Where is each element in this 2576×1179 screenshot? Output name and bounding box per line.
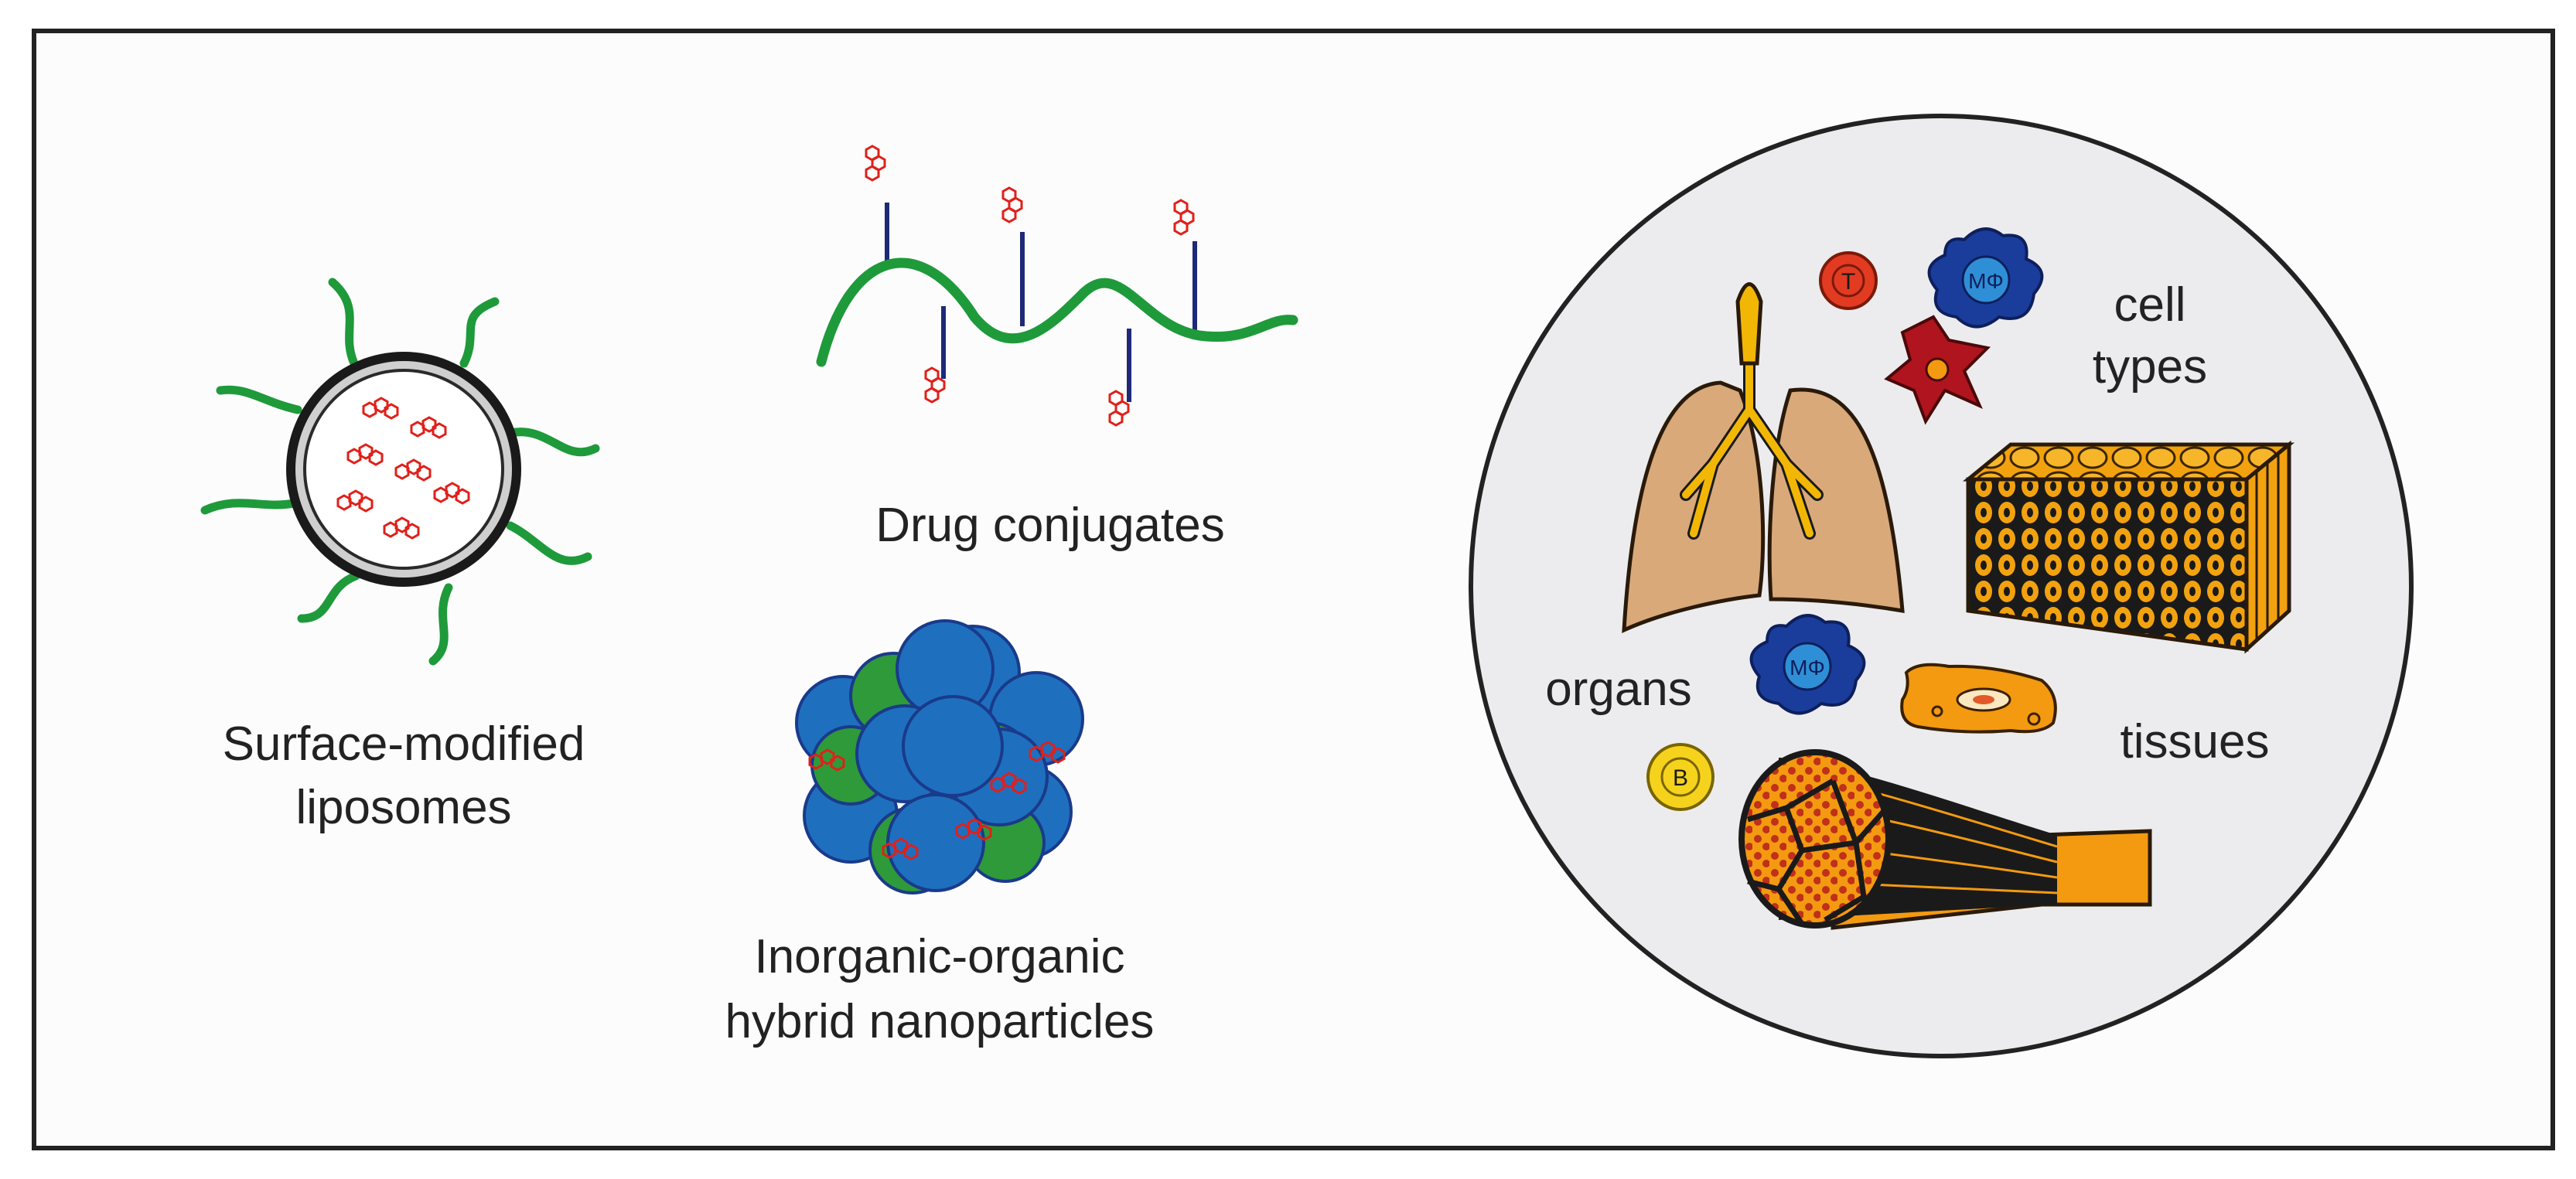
hybrid-label-line2: hybrid nanoparticles [725,995,1155,1048]
muscle-fiber-bundle [1738,749,2152,930]
dendritic-cell [1884,315,1991,425]
macrophage-middle-label: MΦ [1790,656,1825,680]
t-cell: T [1819,251,1878,310]
hybrid-label-line1: Inorganic-organic [754,930,1124,983]
tissues-label: tissues [2121,715,2270,768]
liposomes-label-line2: liposomes [295,781,511,834]
drug-conjugates-label: Drug conjugates [875,499,1225,552]
macrophage-middle: MΦ [1749,614,1866,715]
liposomes-label-line1: Surface-modified [223,717,585,771]
lungs-illustration [1622,282,1905,633]
peg-chains [200,278,600,666]
fibroblast-cell [1900,663,2057,734]
cell-types-label-line1: cell [2114,278,2185,332]
b-cell: B [1646,743,1714,811]
hybrid-nanoparticle-cluster [795,619,1084,894]
epithelial-tissue-block [1962,440,2295,654]
organs-label: organs [1545,663,1692,716]
biological-targets-circle [1469,114,2414,1058]
surface-modified-liposome [200,278,600,666]
macrophage-label: MΦ [1968,269,2004,293]
macrophage-top: MΦ [1927,227,2044,329]
t-cell-label: T [1841,269,1855,295]
cell-types-label-line2: types [2093,340,2207,394]
b-cell-label: B [1673,765,1688,791]
drug-conjugate-polymer [816,146,1298,425]
